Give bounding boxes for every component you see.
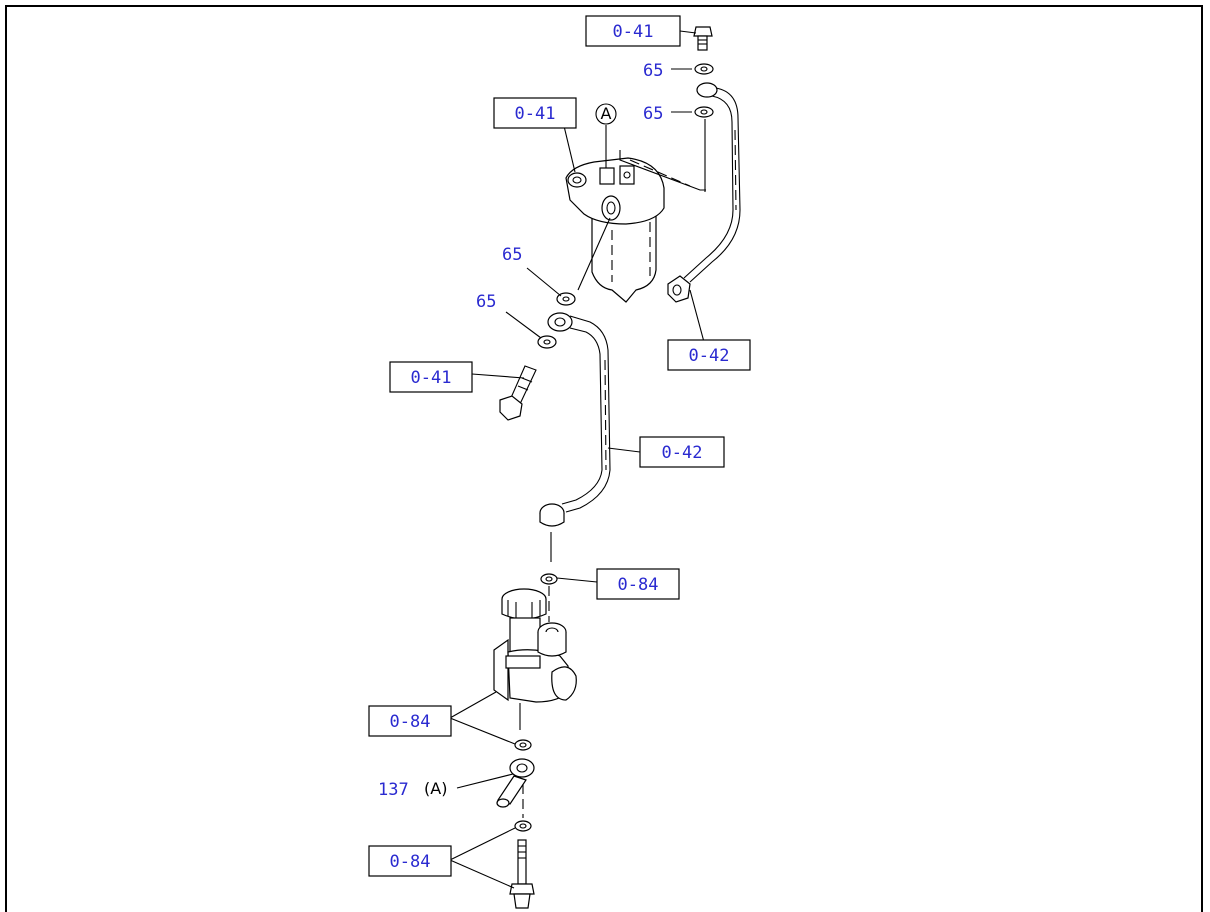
washer-65-second <box>694 106 714 118</box>
part-number-65: 65 <box>502 245 522 265</box>
fuel-filter <box>565 150 706 303</box>
callout-0-41-top: 0-41 <box>585 15 681 47</box>
paren-marker-a: (A) <box>424 779 447 798</box>
bottom-bolt <box>509 839 535 909</box>
callout-label: 0-84 <box>618 575 659 595</box>
diagram-frame <box>5 5 1203 912</box>
callout-label: 0-84 <box>390 712 431 732</box>
fuel-pipe-upper <box>667 82 741 303</box>
circled-marker-a: A <box>595 103 617 125</box>
callout-0-42-upper: 0-42 <box>667 339 751 371</box>
priming-pump <box>493 588 577 730</box>
callout-label: 0-42 <box>689 346 730 366</box>
washer-65-top <box>694 63 714 75</box>
callout-0-84-bottom: 0-84 <box>368 845 452 877</box>
washer-0-84-bottom <box>514 820 532 832</box>
callout-0-84-top: 0-84 <box>596 568 680 600</box>
callout-label: 0-41 <box>411 368 452 388</box>
part-number-65: 65 <box>643 61 663 81</box>
callout-0-84-middle: 0-84 <box>368 705 452 737</box>
part-number-137: 137 <box>378 780 409 800</box>
left-banjo-bolt <box>499 365 537 421</box>
washer-0-84-middle <box>514 739 532 751</box>
callout-label: 0-42 <box>662 443 703 463</box>
eye-joint-137 <box>496 758 535 818</box>
callout-label: 0-84 <box>390 852 431 872</box>
callout-0-41-left: 0-41 <box>389 361 473 393</box>
callout-0-42-lower: 0-42 <box>639 436 725 468</box>
callout-label: 0-41 <box>613 22 654 42</box>
marker-letter: A <box>601 104 612 123</box>
part-number-65: 65 <box>643 104 663 124</box>
leader-lines <box>449 30 705 889</box>
washer-65-third <box>556 292 576 306</box>
part-number-65: 65 <box>476 292 496 312</box>
top-banjo-bolt <box>693 26 713 51</box>
fuel-pipe-lower <box>539 312 611 562</box>
callout-label: 0-41 <box>515 104 556 124</box>
washer-65-fourth <box>537 335 557 349</box>
callout-0-41-filter: 0-41 <box>493 97 577 129</box>
washer-0-84-top <box>540 573 558 585</box>
